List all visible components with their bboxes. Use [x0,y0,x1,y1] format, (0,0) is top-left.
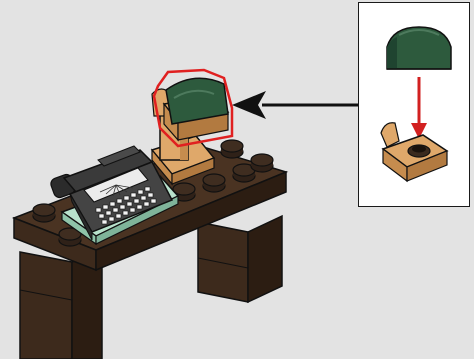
arrow-left-icon [232,91,358,119]
stud [203,174,225,192]
callout-illustration [359,3,468,205]
stud [251,154,273,172]
stud [221,140,243,158]
callout-box [358,2,470,207]
hinge-piece [381,123,447,181]
arrow-down-icon [411,77,427,139]
stud [33,204,55,222]
desk-leg-right [198,216,282,302]
shade-piece [387,27,451,69]
